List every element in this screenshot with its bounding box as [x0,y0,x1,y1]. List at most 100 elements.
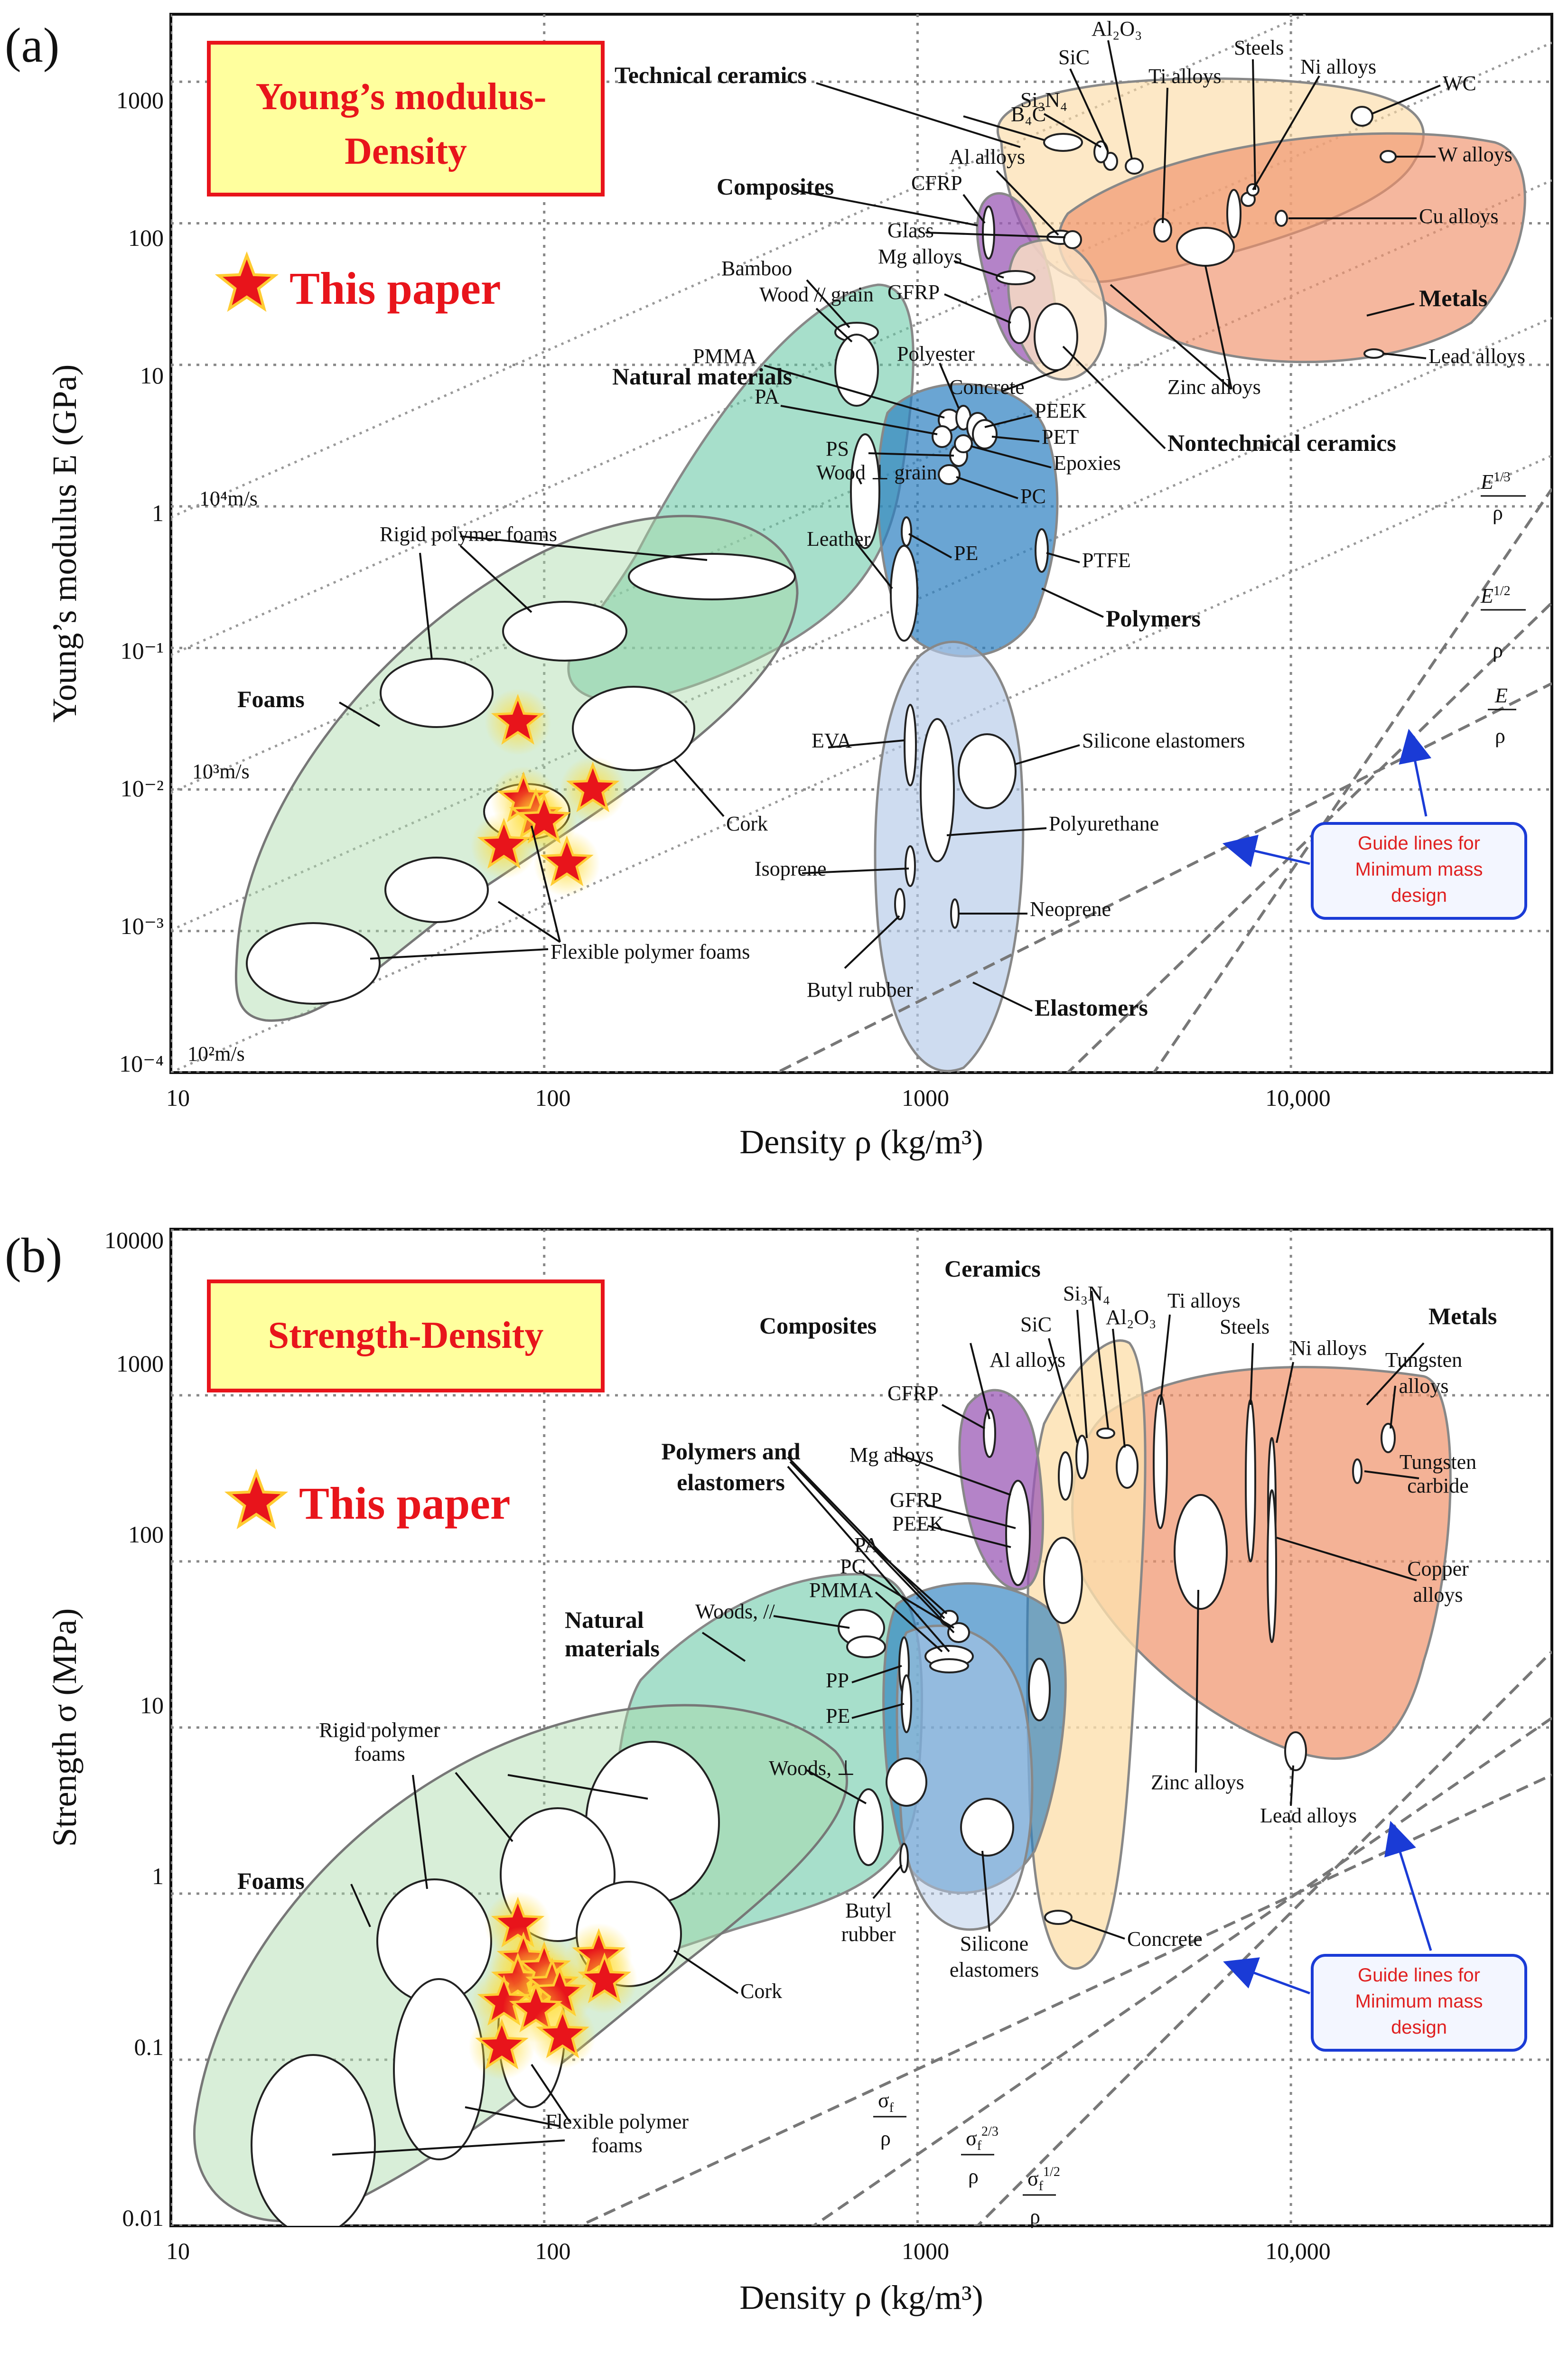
bubble-neoprene [950,898,960,929]
material-label: PTFE [1082,549,1131,572]
bubble-tungsten-carbide [1352,1458,1363,1484]
legend-star-icon [215,251,279,312]
bubble-mg-alloys [1005,1480,1031,1586]
material-label: Wood // grain [759,283,874,306]
bubble-ti-alloys [1153,1394,1168,1529]
material-label: PET [1042,425,1079,448]
material-label: B₄C [1011,103,1046,126]
this-paper-point [517,793,571,844]
y-tick-label: 1000 [116,1350,164,1377]
bubble-copper-alloys [1267,1489,1277,1643]
family-label: Foams [237,1868,305,1894]
svg-text:ρ: ρ [1493,501,1503,524]
bubble-steels-tall [1226,189,1241,238]
material-label: Mg alloys [878,245,962,268]
material-label: Ti alloys [1167,1289,1241,1312]
material-label: PE [826,1704,850,1728]
x-tick-label: 10 [166,1084,190,1111]
bubble-wood-perp [850,433,880,549]
material-label: Concrete [1127,1927,1203,1951]
material-label: Leather [807,527,871,551]
chart-panel-b: (b) [5,1227,1553,2316]
material-label: Zinc alloys [1151,1771,1244,1794]
bubble-cfrp [982,205,995,260]
bubble-epoxies [954,434,973,453]
family-label: Natural materials [612,363,792,390]
family-label: Foams [237,686,305,712]
chart-panel-a: (a) [5,13,1553,1161]
material-label: Bamboo [721,257,792,280]
material-label: PMMA [693,345,757,368]
bubble-silicone [958,733,1017,809]
material-label: Steels [1220,1315,1269,1338]
y-tick-label: 1000 [116,87,164,113]
guide-label-e12: E1/2 [1480,584,1511,607]
material-label: PEEK [1035,399,1087,422]
bubble-woods-parallel-2 [846,1635,886,1658]
material-label: Ni alloys [1300,55,1376,78]
tick-labels: 10 100 1000 10,000 10⁻⁴ 10⁻³ 10⁻² 10⁻¹ 1… [116,87,1331,1111]
material-label: Epoxies [1054,451,1121,475]
bubble-leather [890,545,918,642]
bubble-pet [972,419,998,449]
this-paper-point [540,835,594,887]
bubble-concrete [1034,303,1078,371]
bubble-gfrp [1043,1537,1083,1624]
this-paper-point [475,2018,529,2070]
legend-label: This paper [299,1478,510,1529]
y-tick-label: 10⁻¹ [121,637,164,664]
bubble-zinc-alloys [1176,227,1235,267]
y-axis-label: Young’s modulus E (GPa) [46,364,84,723]
family-label: Elastomers [1035,994,1148,1021]
bubble-al-alloys [1058,1451,1073,1501]
velocity-label: 10²m/s [187,1042,245,1065]
guide-label-e: E [1494,684,1508,707]
panel-label: (a) [5,18,59,73]
y-tick-label: 10000 [104,1227,164,1253]
chart-title: Young’s modulus- Density [256,76,556,172]
material-label: Si₃N₄ [1020,88,1067,112]
material-label: Lead alloys [1428,345,1525,368]
bubble-isoprene [905,845,916,887]
y-tick-label: 10 [140,1692,164,1718]
y-tick-label: 0.01 [122,2204,164,2231]
guide-line-sf12-over-rho [975,1650,1552,2226]
material-label: Polyurethane [1049,812,1159,835]
material-label: PP [826,1669,849,1692]
material-label: Butyl rubber [807,978,913,1001]
velocity-label: 10³m/s [192,760,250,783]
material-label: PS [826,437,849,460]
y-tick-label: 10 [140,362,164,389]
material-label: SiC [1020,1313,1052,1336]
this-paper-point [477,818,531,869]
bubble-flex-foam-3 [246,922,381,1005]
bubble-b4c [1043,133,1083,152]
y-tick-label: 100 [128,224,164,251]
x-tick-label: 10,000 [1265,1084,1331,1111]
bubble-peek-b [1028,1658,1051,1721]
guide-note-box [1311,1954,1527,2052]
svg-text:ρ: ρ [1495,724,1505,747]
bubble-concrete [1044,1910,1073,1925]
material-label: Lead alloys [1260,1804,1357,1827]
material-label: Si₃N₄ [1063,1282,1110,1305]
material-label: Ni alloys [1291,1336,1367,1360]
x-tick-label: 1000 [902,1084,949,1111]
family-labels: Technical ceramics Composites Natural ma… [237,62,1487,1021]
material-label: Flexible polymer foams [551,940,750,963]
material-label: Al₂O₃ [1106,1306,1156,1329]
svg-text:ρ: ρ [968,2165,979,2188]
panel-label: (b) [5,1228,62,1283]
material-label: SiC [1058,46,1090,69]
material-labels: Si₃N₄ SiC Al₂O₃ Ti alloys Steels Ni allo… [319,1282,1476,2157]
bubble-misc-polymer [929,1658,969,1673]
y-tick-label: 100 [128,1521,164,1548]
material-label: PMMA [809,1578,873,1602]
